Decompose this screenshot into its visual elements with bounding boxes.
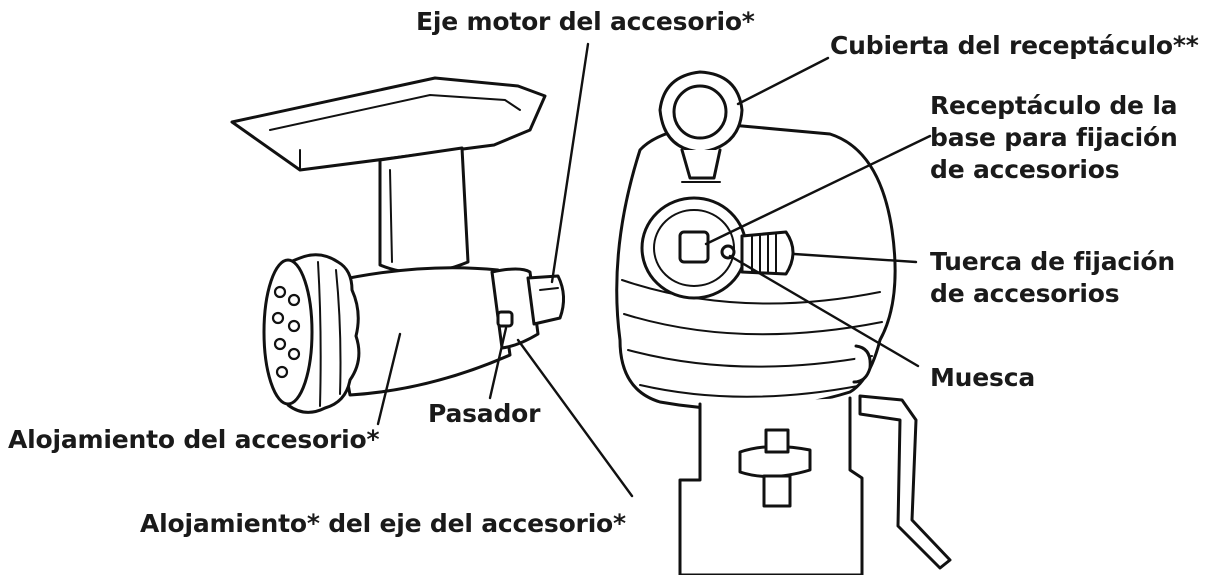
hopper-tray [230, 76, 547, 172]
pin [496, 310, 514, 328]
bowl-lever [858, 394, 952, 570]
label-muesca: Muesca [930, 363, 1036, 392]
label-alojamiento-eje: Alojamiento* del eje del accesorio* [140, 509, 626, 538]
label-receptaculo-line3: de accesorios [930, 155, 1120, 184]
grinder-attachment [230, 76, 565, 414]
leader-alojamiento-eje [516, 338, 634, 498]
collar-ring [490, 267, 540, 350]
label-alojamiento-accesorio: Alojamiento del accesorio* [8, 425, 380, 454]
label-tuerca-line2: de accesorios [930, 279, 1120, 308]
leader-muesca [728, 254, 920, 368]
mixer-head [615, 70, 952, 575]
hub-cover-hinge [680, 148, 722, 180]
leader-eje-motor [550, 42, 590, 284]
label-pasador: Pasador [428, 399, 541, 428]
leader-cubierta [736, 56, 830, 106]
leader-alojamiento-accesorio [376, 332, 402, 426]
label-tuerca-line1: Tuerca de fijación [930, 247, 1175, 276]
grinding-plate [262, 258, 314, 406]
label-cubierta: Cubierta del receptáculo** [830, 31, 1199, 60]
hub-socket [678, 230, 710, 264]
leader-pasador [488, 326, 508, 400]
feed-tube [378, 146, 470, 275]
plate-holes [271, 285, 301, 379]
label-receptaculo-line2: base para fijación [930, 123, 1178, 152]
drive-shaft [526, 274, 565, 326]
label-eje-motor: Eje motor del accesorio* [416, 7, 755, 36]
notch [720, 244, 736, 260]
spindle-collar [738, 444, 812, 479]
leader-receptaculo [704, 134, 932, 246]
leader-tuerca [792, 252, 918, 264]
label-receptaculo-line1: Receptáculo de la [930, 91, 1178, 120]
